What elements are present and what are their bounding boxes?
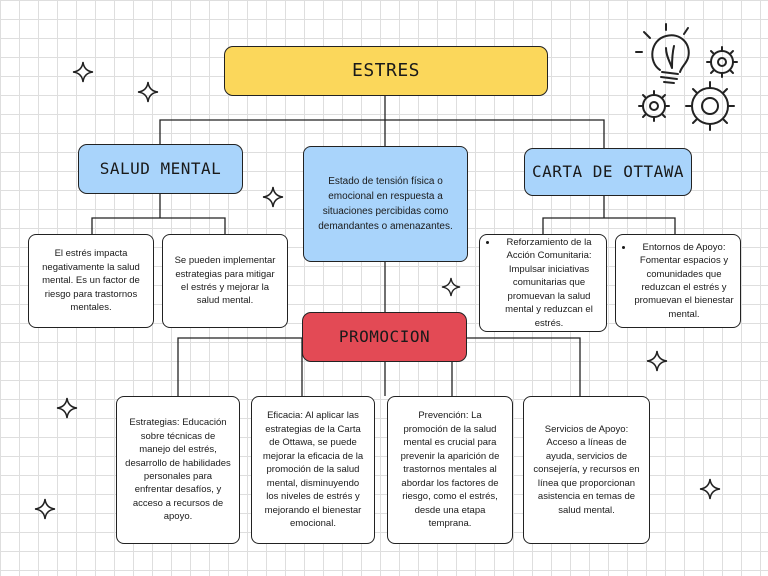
sparkle-icon xyxy=(72,61,94,83)
sparkle-icon xyxy=(56,397,78,419)
salud-item-2-text: Se pueden implementar estrategias para m… xyxy=(174,255,276,307)
promo-item-estrategias-text: Estrategias: Educación sobre técnicas de… xyxy=(125,417,231,523)
promo-item-prevencion: Prevención: La promoción de la salud men… xyxy=(387,396,513,544)
salud-item-2: Se pueden implementar estrategias para m… xyxy=(162,234,288,328)
connector-promo xyxy=(177,337,581,396)
sparkle-icon xyxy=(441,277,461,297)
definition-text: Estado de tensión física o emocional en … xyxy=(318,176,453,232)
main-title: ESTRES xyxy=(351,60,421,82)
salud-mental-title: SALUD MENTAL xyxy=(99,158,222,178)
sparkle-icon xyxy=(34,498,56,520)
promo-item-eficacia: Eficacia: Al aplicar las estrategias de … xyxy=(251,396,375,544)
promo-item-servicios-text: Servicios de Apoyo: Acceso a líneas de a… xyxy=(533,423,640,516)
sparkle-icon xyxy=(646,350,668,372)
sparkle-icon xyxy=(137,81,159,103)
connector-carta xyxy=(542,196,676,234)
connector-salud xyxy=(91,194,226,234)
promo-item-estrategias: Estrategias: Educación sobre técnicas de… xyxy=(116,396,240,544)
definition-box: Estado de tensión física o emocional en … xyxy=(303,146,468,262)
carta-item-2-text: Entornos de Apoyo: Fomentar espacios y c… xyxy=(634,241,734,322)
lightbulb-gears-icon xyxy=(635,23,738,131)
carta-item-1-text: Reforzamiento de la Acción Comunitaria: … xyxy=(498,236,600,330)
salud-item-1-text: El estrés impacta negativamente la salud… xyxy=(42,248,140,314)
promocion-box: PROMOCION xyxy=(302,312,467,362)
carta-item-1: Reforzamiento de la Acción Comunitaria: … xyxy=(479,234,607,332)
carta-ottawa-box: CARTA DE OTTAWA xyxy=(524,148,692,196)
main-title-box: ESTRES xyxy=(224,46,548,96)
carta-item-2: Entornos de Apoyo: Fomentar espacios y c… xyxy=(615,234,741,328)
promo-item-servicios: Servicios de Apoyo: Acceso a líneas de a… xyxy=(523,396,650,544)
promocion-title: PROMOCION xyxy=(338,326,431,346)
connector-main xyxy=(159,96,605,148)
salud-item-1: El estrés impacta negativamente la salud… xyxy=(28,234,154,328)
sparkle-icon xyxy=(262,186,284,208)
carta-ottawa-title: CARTA DE OTTAWA xyxy=(532,161,684,181)
sparkle-icon xyxy=(699,478,721,500)
promo-item-eficacia-text: Eficacia: Al aplicar las estrategias de … xyxy=(262,410,364,530)
promo-item-prevencion-text: Prevención: La promoción de la salud men… xyxy=(400,410,500,530)
salud-mental-box: SALUD MENTAL xyxy=(78,144,243,194)
